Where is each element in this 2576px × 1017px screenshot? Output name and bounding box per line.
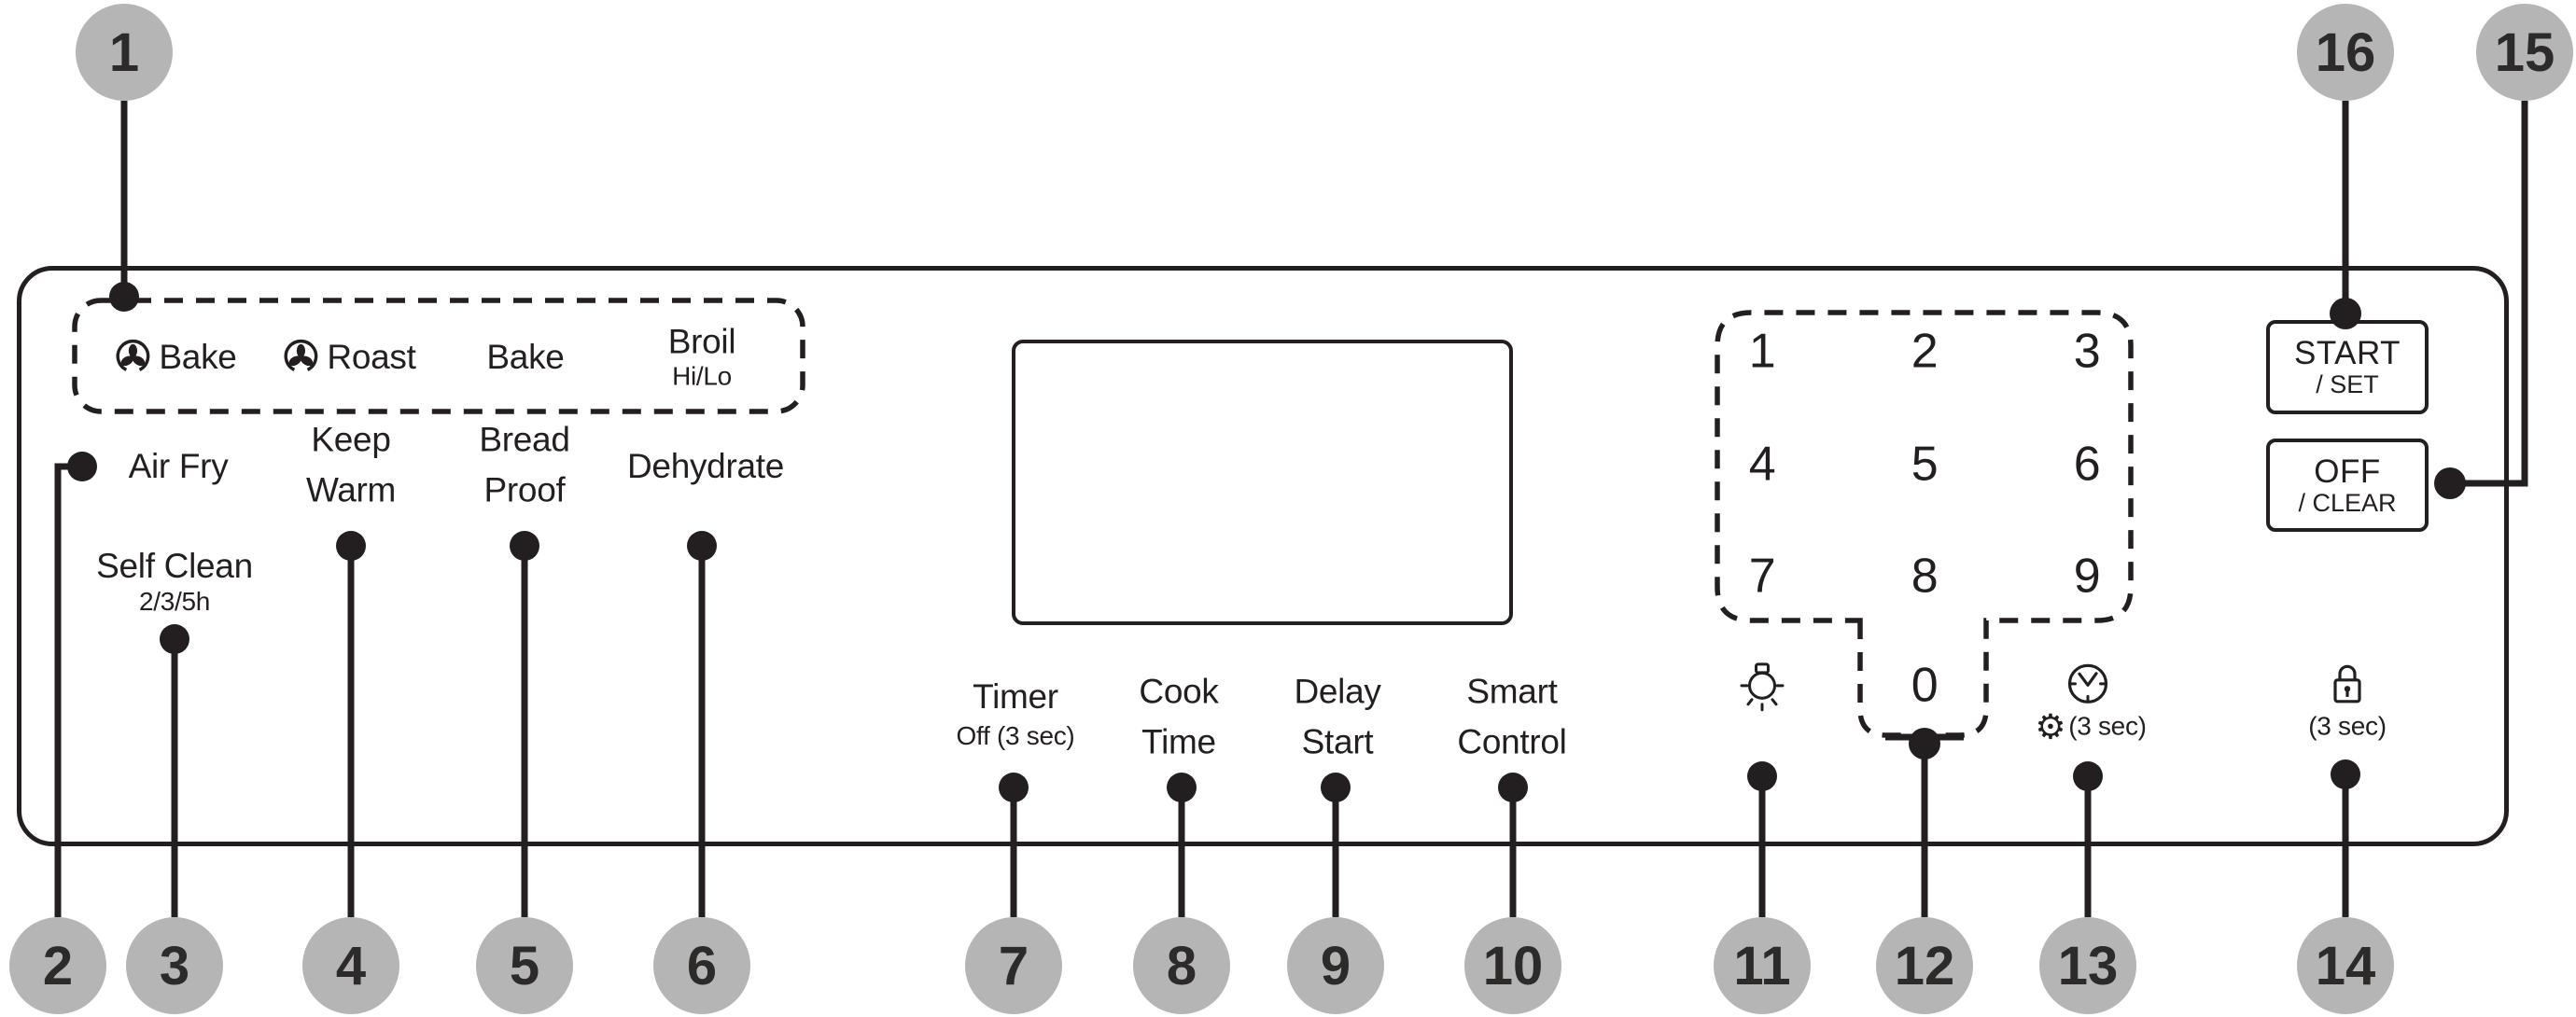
fan-icon [114,339,151,376]
timer-button[interactable]: Timer Off (3 sec) [957,657,1075,773]
dehydrate-button[interactable]: Dehydrate [626,447,785,486]
callout-15: 15 [2476,4,2573,101]
off-clear-button[interactable]: OFF / CLEAR [2266,439,2429,532]
control-lock-button[interactable] [2328,640,2367,728]
timer-off-label: Off (3 sec) [956,720,1075,750]
callout-dot-16 [2330,298,2361,329]
convection-bake-label: Bake [159,338,237,377]
callout-dot-11 [1747,761,1777,791]
bread-proof-button[interactable]: Bread Proof [479,420,570,508]
keypad-key-9[interactable]: 9 [2073,549,2101,604]
convection-roast-label: Roast [327,338,416,377]
broil-label: Broil [667,322,736,361]
callout-12: 12 [1876,917,1973,1014]
callout-13: 13 [2039,917,2136,1014]
fan-icon [282,339,319,376]
callout-dot-2 [67,452,97,481]
settings-button[interactable] [2066,641,2109,727]
callout-7: 7 [965,917,1062,1014]
clock-icon [2067,663,2108,704]
keypad-outline [1715,310,2134,738]
lock-hold-label: (3 sec) [2308,711,2387,741]
convection-bake-button[interactable]: Bake [114,332,237,383]
callout-2: 2 [9,917,106,1014]
self-clean-label: Self Clean [96,547,253,586]
keypad-key-1[interactable]: 1 [1748,324,1776,379]
callout-5: 5 [476,917,573,1014]
bake-button[interactable]: Bake [486,338,565,377]
keypad-key-4[interactable]: 4 [1748,437,1776,492]
callout-10: 10 [1464,917,1561,1014]
light-bulb-icon [1740,662,1785,712]
callout-dot-9 [1321,773,1351,802]
keypad-key-3[interactable]: 3 [2073,324,2101,379]
start-set-button[interactable]: START / SET [2266,320,2429,414]
callout-line-15 [2450,101,2528,487]
keypad-key-6[interactable]: 6 [2073,437,2101,492]
delay-start-button[interactable]: Delay Start [1294,672,1381,760]
callout-3: 3 [126,917,223,1014]
callout-dot-12 [1909,728,1940,759]
smart-control-button[interactable]: Smart Control [1457,672,1567,760]
callout-line-2 [54,463,80,917]
settings-hold-label-group: ⚙ (3 sec) [2035,707,2147,746]
air-fry-button[interactable]: Air Fry [128,447,229,486]
callout-dot-5 [510,531,539,561]
keep-warm-button[interactable]: Keep Warm [305,420,397,508]
off-label: OFF [2314,453,2381,490]
broil-button[interactable]: Broil Hi/Lo [668,301,736,412]
callout-dot-1 [109,282,139,312]
oven-display-screen [1012,340,1513,625]
callout-1: 1 [76,4,173,101]
callout-dot-14 [2331,759,2360,789]
self-clean-button[interactable]: Self Clean 2/3/5h [96,526,253,638]
convection-roast-button[interactable]: Roast [282,332,416,383]
start-label: START [2294,335,2401,371]
callout-dot-8 [1167,773,1197,802]
self-clean-hours-label: 2/3/5h [138,586,211,616]
callout-dot-15 [2434,467,2466,499]
timer-label: Timer [973,677,1058,717]
cook-time-button[interactable]: Cook Time [1139,672,1219,760]
lock-icon [2333,664,2361,704]
callout-dot-7 [999,773,1029,802]
callout-dot-6 [687,531,717,561]
gear-icon: ⚙ [2035,707,2066,746]
keypad-key-7[interactable]: 7 [1748,549,1776,604]
callout-dot-10 [1498,773,1528,802]
callout-dot-13 [2073,761,2103,791]
callout-9: 9 [1287,917,1384,1014]
callout-8: 8 [1133,917,1230,1014]
settings-hold-label: (3 sec) [2068,711,2147,741]
oven-light-button[interactable] [1740,641,1785,734]
broil-hi-lo-label: Hi/Lo [672,361,732,391]
keypad-key-5[interactable]: 5 [1911,437,1939,492]
mode-group-outline [72,298,805,414]
keypad-key-8[interactable]: 8 [1911,549,1939,604]
callout-6: 6 [653,917,750,1014]
callout-14: 14 [2297,917,2394,1014]
callout-dot-3 [160,624,189,654]
callout-4: 4 [302,917,399,1014]
callout-16: 16 [2297,4,2394,101]
keypad-key-2[interactable]: 2 [1911,324,1939,379]
clear-label: / CLEAR [2298,488,2397,517]
set-label: / SET [2316,370,2379,398]
callout-dot-4 [336,531,366,561]
callout-11: 11 [1714,917,1811,1014]
keypad-key-0[interactable]: 0 [1911,658,1939,713]
